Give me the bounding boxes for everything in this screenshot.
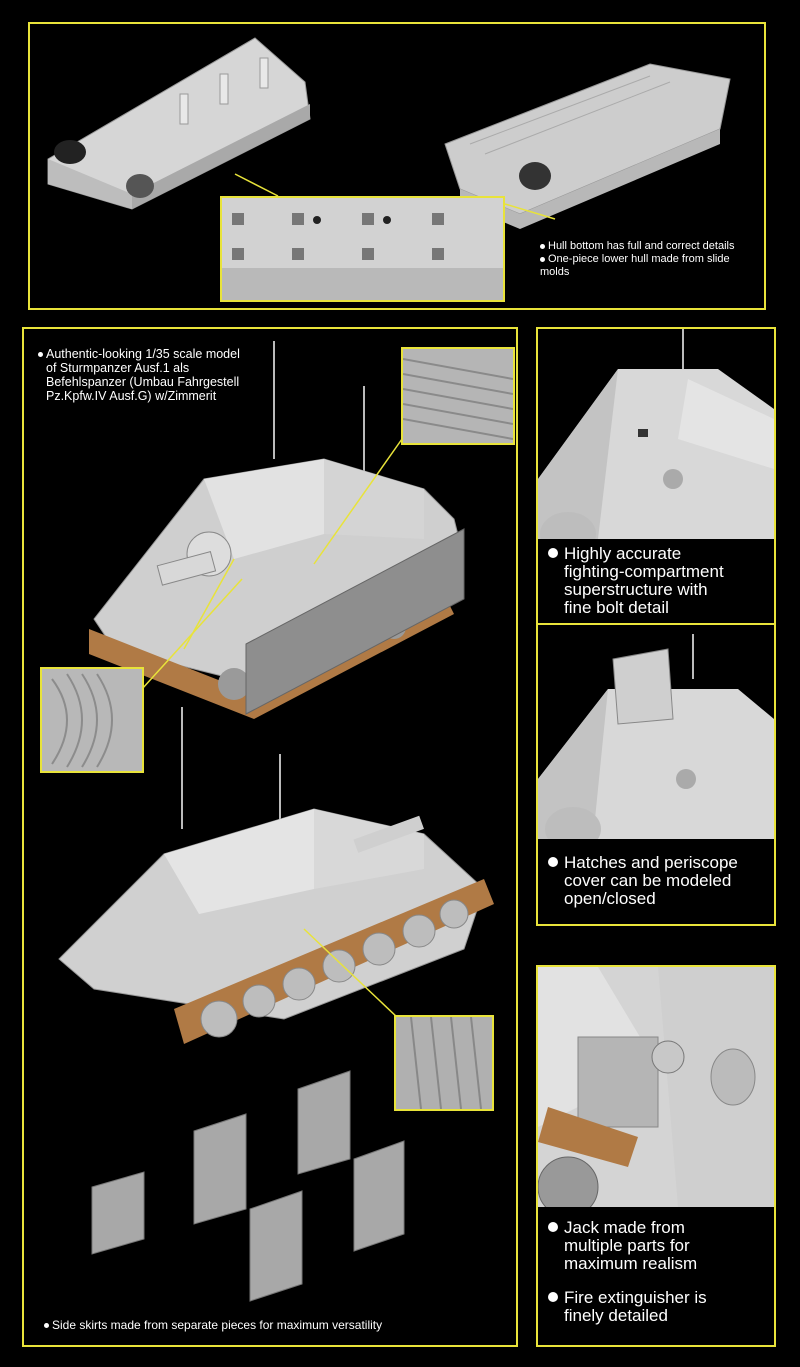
lower-hull-open-view — [47, 37, 731, 229]
tank-model-illustrations — [58, 341, 494, 1302]
intro-text: Authentic-looking 1/35 scale model of St… — [38, 347, 298, 403]
hatches-text: Hatches and periscope cover can be model… — [548, 854, 773, 908]
hatches-closeup — [538, 629, 774, 839]
side-skirts — [91, 1070, 405, 1302]
superstructure-panel: Highly accurate fighting-compartment sup… — [536, 327, 776, 839]
superstructure-text: Highly accurate fighting-compartment sup… — [548, 545, 773, 617]
main-panel: Authentic-looking 1/35 scale model of St… — [22, 327, 518, 1347]
hull-bottom-detail-inset — [220, 196, 505, 302]
hull-panel: Hull bottom has full and correct details… — [28, 22, 766, 310]
jack-extinguisher-closeup — [538, 967, 774, 1207]
zimmerit-detail-inset-bottom — [394, 1015, 494, 1111]
skirt-piece-1 — [91, 1171, 145, 1255]
hull-bullet-2: One-piece lower hull made from slide mol… — [540, 253, 730, 278]
skirt-piece-4 — [249, 1190, 303, 1302]
hull-bullet-1: Hull bottom has full and correct details — [540, 240, 760, 253]
zimmerit-detail-inset-left — [40, 667, 144, 773]
hatches-panel: Hatches and periscope cover can be model… — [536, 624, 776, 926]
zimmerit-detail-inset-top — [401, 347, 515, 445]
hull-bullets: Hull bottom has full and correct details… — [540, 240, 760, 279]
superstructure-closeup — [538, 329, 774, 539]
skirt-piece-5 — [353, 1140, 405, 1252]
skirts-caption: Side skirts made from separate pieces fo… — [44, 1319, 514, 1332]
tank-rear-view — [58, 707, 494, 1044]
jack-text: Jack made from multiple parts for maximu… — [548, 1219, 773, 1325]
tank-front-view — [89, 341, 465, 719]
skirt-piece-3 — [297, 1070, 351, 1175]
jack-panel: Jack made from multiple parts for maximu… — [536, 965, 776, 1347]
skirt-piece-2 — [193, 1113, 247, 1225]
